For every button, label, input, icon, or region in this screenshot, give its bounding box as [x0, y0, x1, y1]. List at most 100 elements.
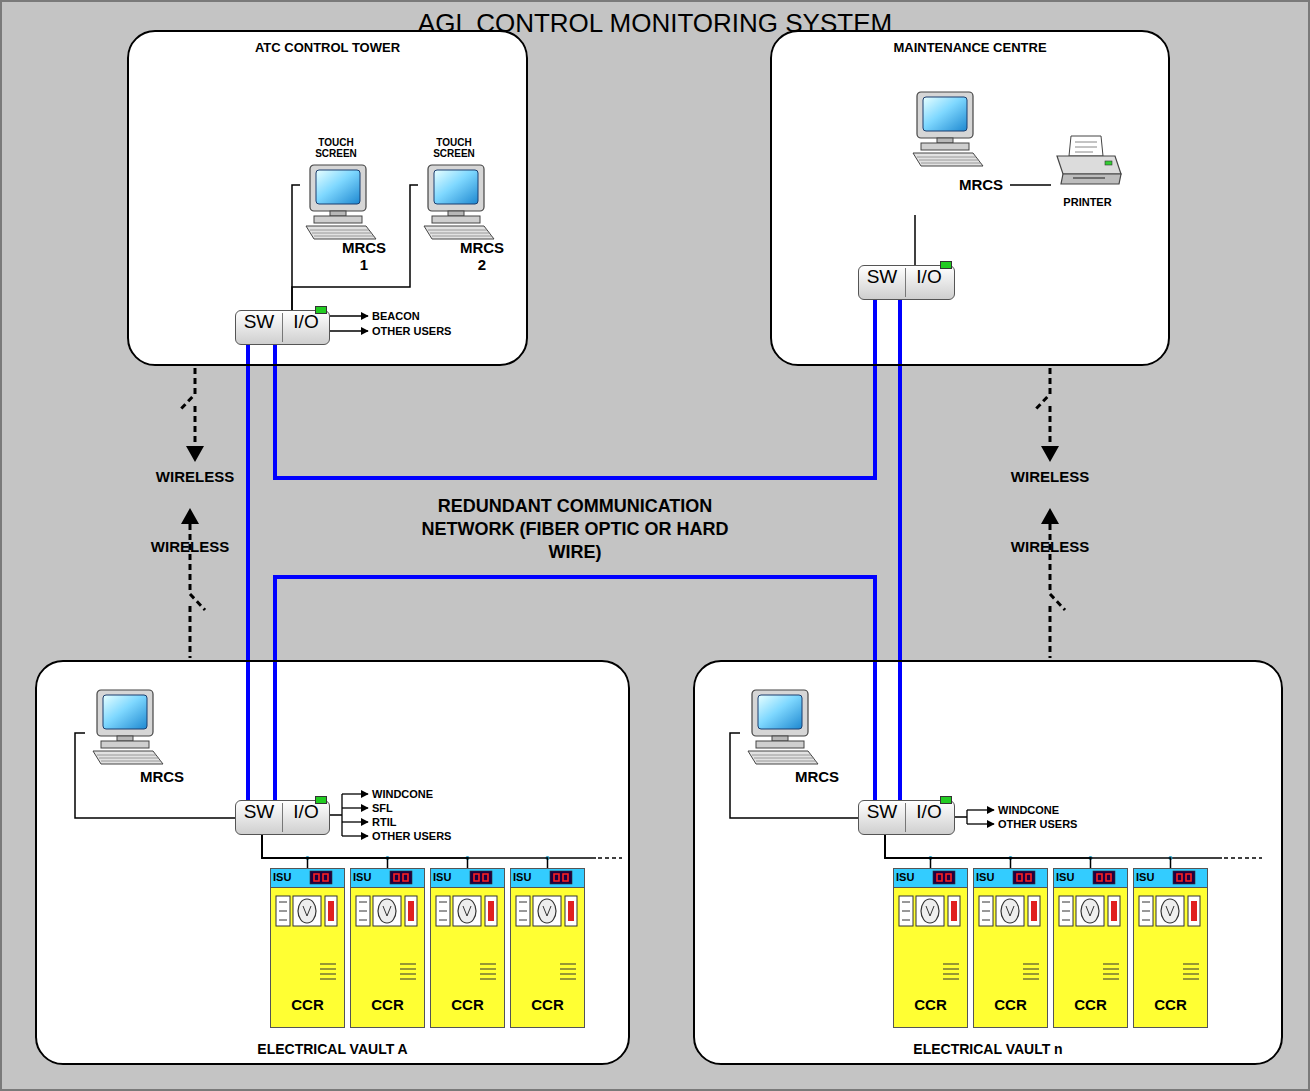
screen-type-label: TOUCH SCREEN: [426, 137, 482, 159]
data-cable: [885, 835, 931, 868]
wireless-links: [180, 368, 1065, 658]
ccr-unit: ISU CCR: [1053, 868, 1128, 1028]
computer-icon-holder: [907, 90, 987, 168]
ccr-label: CCR: [510, 996, 585, 1013]
output-arrow: [330, 330, 368, 331]
data-cable: [262, 835, 388, 868]
data-cable: [730, 733, 858, 818]
unit-section-label: I/O: [283, 801, 329, 823]
output-arrow: [342, 807, 368, 808]
ccr-unit: ISU CCR: [973, 868, 1048, 1028]
output-label: WINDCONE: [998, 803, 1108, 817]
isu-label: ISU: [896, 871, 924, 883]
computer-icon-holder: [300, 163, 380, 241]
touch-screen-workstation: TOUCH SCREEN MRCS 2: [418, 135, 508, 280]
ccr-label: CCR: [973, 996, 1048, 1013]
ccr-label: CCR: [1133, 996, 1208, 1013]
computer-icon: [87, 688, 167, 766]
ccr-unit: ISU CCR: [350, 868, 425, 1028]
wireless-label: WIRELESS: [140, 540, 240, 554]
area-title: ELECTRICAL VAULT A: [37, 1041, 628, 1057]
unit-divider: [905, 803, 906, 832]
computer-icon-holder: [742, 688, 822, 766]
redundant-network-link: [898, 300, 902, 800]
unit-section-label: I/O: [906, 266, 952, 288]
output-label: OTHER USERS: [998, 817, 1108, 831]
data-cable: [292, 185, 300, 310]
isu-label: ISU: [433, 871, 461, 883]
data-cable: [885, 835, 1011, 868]
output-label: SFL: [372, 801, 482, 815]
output-label: RTIL: [372, 815, 482, 829]
device-label: MRCS: [953, 176, 1009, 193]
area-title: MAINTENANCE CENTRE: [772, 40, 1168, 55]
area-fill: [127, 30, 528, 366]
diagram-title: AGL CONTROL MONITORING SYSTEM: [0, 8, 1310, 39]
wireless-link: [1035, 368, 1050, 446]
ccr-unit: ISUCCR: [430, 868, 505, 1028]
output-arrow: [967, 823, 994, 824]
isu-label: ISU: [1056, 871, 1084, 883]
output-fan: [955, 810, 967, 824]
output-arrow: [342, 835, 368, 836]
computer-icon-holder: [87, 688, 167, 766]
isu-label: ISU: [513, 871, 541, 883]
printer: PRINTER: [1035, 130, 1140, 230]
isu-label: ISU: [273, 871, 301, 883]
device-label: MRCS 2: [456, 239, 508, 273]
computer-icon: [742, 688, 822, 766]
atc-tower-area: ATC CONTROL TOWERTOUCH SCREENMRCS 1TOUCH…: [127, 30, 528, 366]
screen-type-label: TOUCH SCREEN: [308, 137, 364, 159]
output-arrow: [342, 793, 368, 794]
bus-line: [547, 857, 596, 859]
area-fill: [693, 660, 1283, 1065]
computer-icon-holder: [418, 163, 498, 241]
unit-divider: [282, 313, 283, 342]
data-cable: [75, 733, 235, 818]
ccr-unit: ISU CCR: [270, 868, 345, 1028]
isu-label: ISU: [976, 871, 1004, 883]
data-cable: [1010, 184, 1051, 186]
mrcs-workstation: MRCS: [905, 90, 1010, 215]
bus-dashed: [1224, 857, 1262, 859]
arrowhead: [1041, 508, 1059, 524]
touch-screen-workstation: TOUCH SCREENMRCS 1: [300, 135, 390, 280]
computer-icon: [907, 90, 987, 168]
mrcs-workstation: MRCS: [85, 688, 195, 790]
arrowhead: [1041, 446, 1059, 462]
switch-io-unit: SWI/O: [858, 265, 955, 300]
arrowhead: [181, 508, 199, 524]
output-label: WINDCONE: [372, 787, 482, 801]
redundant-network-link: [275, 577, 875, 800]
device-label: MRCS: [786, 768, 848, 785]
area-fill: [35, 660, 630, 1065]
unit-section-label: I/O: [906, 801, 952, 823]
data-cable: [885, 835, 1171, 868]
isu-label: ISU: [353, 871, 381, 883]
ccr-label: CCR: [1053, 996, 1128, 1013]
electrical-vault-area: ELECTRICAL VAULT nMRCSSWI/OISUCCRISUCCRI…: [693, 660, 1283, 1065]
unit-divider: [905, 268, 906, 297]
ccr-unit: ISUCCR: [1133, 868, 1208, 1028]
arrowhead: [186, 446, 204, 462]
electrical-vault-area: ELECTRICAL VAULT A MRCS SWI/O ISU CCR ISU CCR I…: [35, 660, 630, 1065]
ccr-unit: ISU CCR: [893, 868, 968, 1028]
output-arrow: [330, 315, 368, 316]
data-cable: [914, 215, 916, 265]
wireless-link: [180, 368, 195, 446]
ccr-label: CCR: [350, 996, 425, 1013]
network-label: REDUNDANT COMMUNICATION NETWORK (FIBER O…: [420, 495, 730, 564]
status-led: [940, 796, 952, 804]
data-cable: [885, 835, 1091, 868]
device-label: PRINTER: [1035, 196, 1140, 208]
bus-dashed: [598, 857, 622, 859]
ccr-label: CCR: [893, 996, 968, 1013]
data-cable: [262, 835, 308, 868]
status-led: [940, 261, 952, 269]
unit-section-label: SW: [236, 801, 282, 823]
ccr-label: CCR: [270, 996, 345, 1013]
unit-section-label: SW: [859, 266, 905, 288]
area-title: ELECTRICAL VAULT n: [695, 1041, 1281, 1057]
